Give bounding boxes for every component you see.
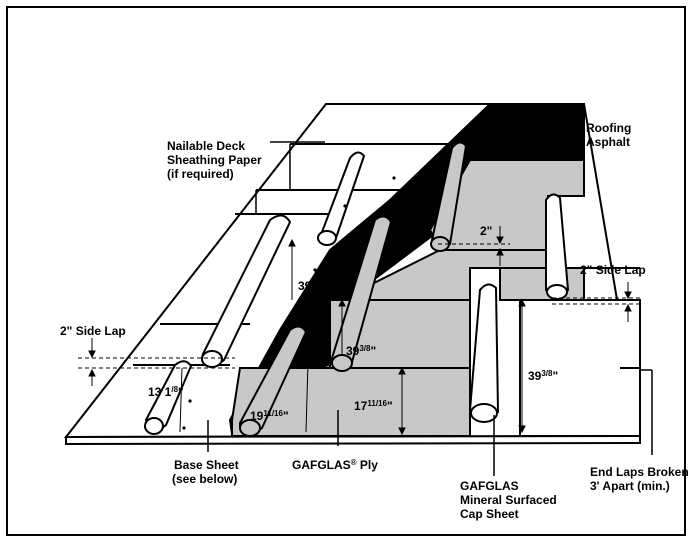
- label-side-lap-left: 2" Side Lap: [60, 324, 126, 338]
- label-if-required: (if required): [167, 167, 234, 181]
- sheathing-roll-middle: [200, 214, 292, 368]
- label-roofing: Roofing: [586, 121, 631, 135]
- ply-roll-left: [239, 325, 308, 437]
- label-cap-sheet: Cap Sheet: [460, 507, 519, 521]
- dim-19-11-16: 1911/16": [250, 409, 289, 423]
- ply-roll-middle: [331, 215, 393, 372]
- label-asphalt: Asphalt: [586, 135, 630, 149]
- label-mineral-surfaced: Mineral Surfaced: [460, 493, 557, 507]
- side-lap-dashes: [78, 243, 640, 369]
- label-sheathing-paper: Sheathing Paper: [167, 153, 262, 167]
- dim-17-11-16: 1711/16": [354, 399, 393, 413]
- cap-sheet: [519, 299, 641, 437]
- label-cap-gafglas: GAFGLAS: [460, 479, 519, 493]
- deck-edge: [65, 434, 641, 446]
- dim-39-upper: 393/8": [298, 279, 328, 293]
- label-end-laps: End Laps Broken: [590, 465, 689, 479]
- dim-39-middle: 393/8": [346, 344, 376, 358]
- dim-13-1-8: 13 1/8": [148, 385, 184, 399]
- label-base-sheet: Base Sheet: [174, 458, 239, 472]
- label-side-lap-right: 2" Side Lap: [580, 263, 646, 277]
- base-sheet-roll: [144, 360, 193, 435]
- leader-lines: [207, 126, 653, 476]
- label-apart-min: 3' Apart (min.): [590, 479, 670, 493]
- cap-roll-bottom: [468, 283, 500, 423]
- label-see-below: (see below): [172, 472, 237, 486]
- dim-39-right: 393/8": [528, 369, 558, 383]
- cap-roll-right-top: [545, 193, 570, 300]
- label-nailable-deck: Nailable Deck: [167, 139, 245, 153]
- dim-2in-lap: 2": [480, 224, 492, 238]
- sheathing-roll-top: [317, 151, 366, 246]
- label-gafglas-ply: GAFGLAS® Ply: [292, 458, 378, 472]
- dimension-arrows: [88, 226, 632, 436]
- nail-dots: [182, 176, 396, 430]
